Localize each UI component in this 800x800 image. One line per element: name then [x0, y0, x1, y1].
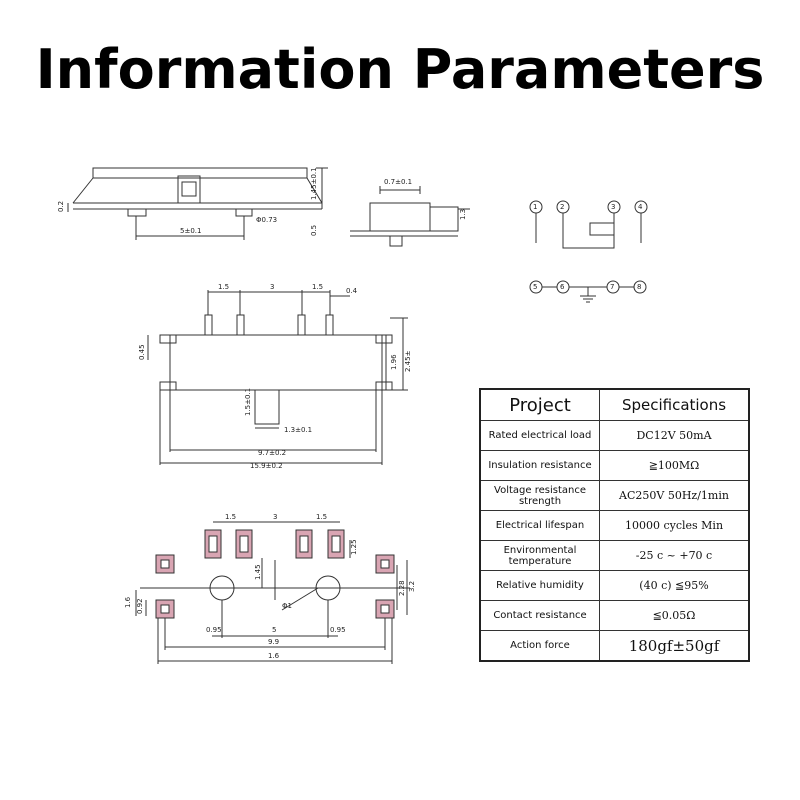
- param-name: Relative humidity: [479, 570, 600, 601]
- param-value: 180gf±50gf: [599, 630, 750, 662]
- dimension-labels: 0.2 5±0.1 Φ0.73 1.45±0.1 0.5 0.7±0.1 1.3…: [57, 167, 643, 660]
- ground-icon: [580, 287, 596, 303]
- param-value: ≧100MΩ: [599, 450, 750, 481]
- table-row: Rated electrical load DC12V 50mA: [479, 420, 750, 451]
- param-value: 10000 cycles Min: [599, 510, 750, 541]
- param-name: Rated electrical load: [479, 420, 600, 451]
- side-view-drawing: [67, 167, 328, 240]
- dim-label: 2.28: [398, 580, 406, 596]
- dim-label: 9.7±0.2: [258, 449, 286, 457]
- dim-label: 1.3: [459, 209, 467, 220]
- dim-label: 1.5: [218, 283, 229, 291]
- footprint-drawing: [135, 521, 410, 664]
- dim-label: 3: [270, 283, 274, 291]
- param-name: Voltage resistance strength: [479, 480, 600, 511]
- dim-label: 1.45: [254, 564, 262, 580]
- dim-label: 1.5: [225, 513, 236, 521]
- table-row: Contact resistance ≦0.05Ω: [479, 600, 750, 631]
- param-name: Insulation resistance: [479, 450, 600, 481]
- table-header-row: Project Specifications: [479, 388, 750, 421]
- pin-label: 8: [637, 283, 641, 291]
- dim-label: 1.5: [312, 283, 323, 291]
- dim-label: 1.5±0.1: [244, 388, 252, 416]
- dim-label: 3.2: [408, 581, 416, 592]
- dim-label: 1.25: [350, 539, 358, 555]
- dim-label: 2.45±: [404, 350, 412, 372]
- page-title: Information Parameters: [35, 38, 765, 101]
- dim-label: 15.9±0.2: [250, 462, 283, 470]
- param-value: ≦0.05Ω: [599, 600, 750, 631]
- param-value: -25 c ~ +70 c: [599, 540, 750, 571]
- header-project: Project: [479, 388, 600, 421]
- dim-label: 5: [272, 626, 276, 634]
- param-name: Contact resistance: [479, 600, 600, 631]
- dim-label: 0.2: [57, 201, 65, 212]
- dim-label: 5±0.1: [180, 227, 201, 235]
- header-specifications: Specifications: [599, 388, 750, 421]
- param-value: (40 c) ≦95%: [599, 570, 750, 601]
- param-name: Action force: [479, 630, 600, 662]
- dim-label: 0.7±0.1: [384, 178, 412, 186]
- dim-label: 0.4: [346, 287, 358, 295]
- table-row: Electrical lifespan 10000 cycles Min: [479, 510, 750, 541]
- table-row: Insulation resistance ≧100MΩ: [479, 450, 750, 481]
- pin-label: 6: [560, 283, 565, 291]
- dim-label: 9.9: [268, 638, 279, 646]
- dim-label: 1.3±0.1: [284, 426, 312, 434]
- pin-label: 7: [610, 283, 614, 291]
- end-view-drawing: [350, 186, 470, 247]
- dim-label: 1.45±0.1: [310, 167, 318, 200]
- dim-label: Φ1: [282, 602, 292, 610]
- dim-label: 1.6: [124, 596, 132, 608]
- param-value: AC250V 50Hz/1min: [599, 480, 750, 511]
- dim-label: 0.5: [310, 225, 318, 236]
- dim-label: Φ0.73: [256, 216, 277, 224]
- dim-label: 3: [273, 513, 277, 521]
- top-view-drawing: [147, 290, 408, 465]
- pin-label: 3: [611, 203, 615, 211]
- dim-label: 0.45: [138, 344, 146, 360]
- table-row: Environmental temperature -25 c ~ +70 c: [479, 540, 750, 571]
- table-row: Voltage resistance strength AC250V 50Hz/…: [479, 480, 750, 511]
- dim-label: 1.96: [390, 354, 398, 370]
- dim-label: 0.95: [206, 626, 222, 634]
- dim-label: 1.5: [316, 513, 327, 521]
- pin-label: 5: [533, 283, 537, 291]
- param-name: Electrical lifespan: [479, 510, 600, 541]
- pin-label: 2: [560, 203, 564, 211]
- table-row: Relative humidity (40 c) ≦95%: [479, 570, 750, 601]
- param-name: Environmental temperature: [479, 540, 600, 571]
- circuit-diagram: [529, 200, 648, 303]
- pin-label: 4: [638, 203, 643, 211]
- table-row: Action force 180gf±50gf: [479, 630, 750, 662]
- dim-label: 0.95: [330, 626, 346, 634]
- spec-table: Project Specifications Rated electrical …: [479, 388, 750, 662]
- param-value: DC12V 50mA: [599, 420, 750, 451]
- pin-label: 1: [533, 203, 537, 211]
- dim-label: 1.6: [268, 652, 280, 660]
- dim-label: 0.92: [136, 598, 144, 614]
